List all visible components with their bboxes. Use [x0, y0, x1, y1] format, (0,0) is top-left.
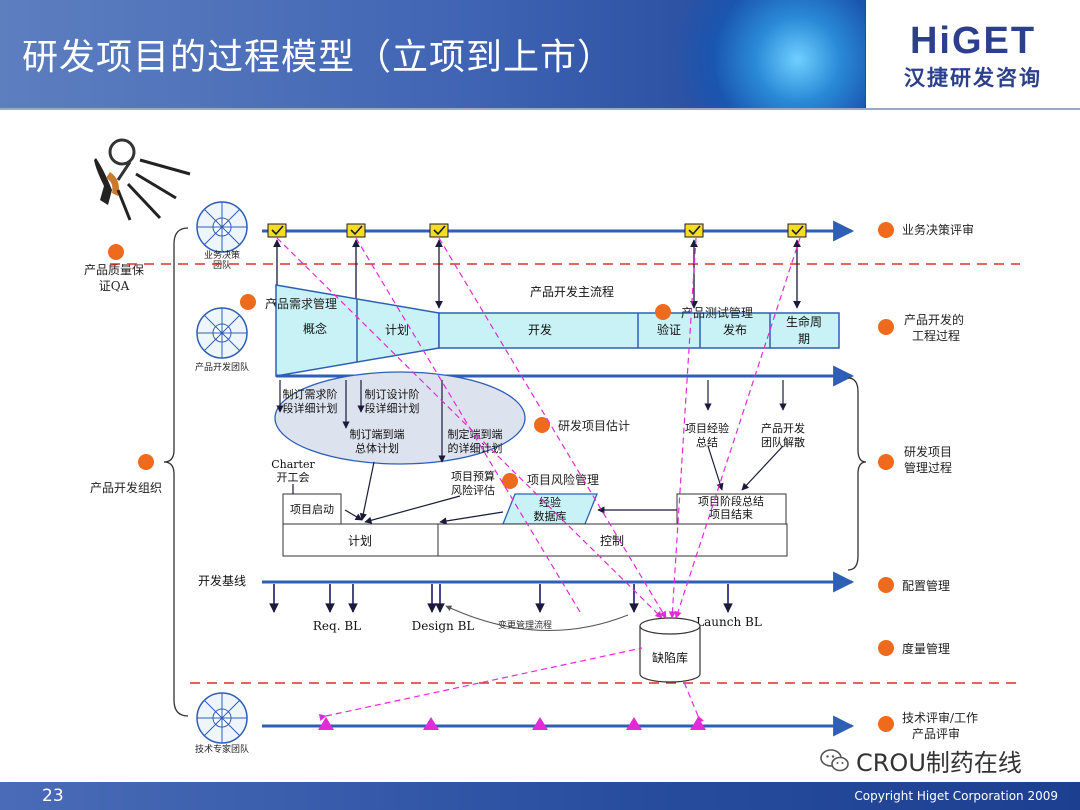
- footer-bar: 23 Copyright Higet Corporation 2009: [0, 782, 1080, 810]
- mgmt-process-node: [878, 454, 894, 470]
- copyright: Copyright Higet Corporation 2009: [854, 789, 1058, 803]
- plan-control-bar: [282, 523, 788, 557]
- design-plan-label: 制订设计阶段详细计划: [365, 387, 420, 415]
- change-flow-label: 变更管理流程: [498, 619, 552, 631]
- tech-review-node: [878, 716, 894, 732]
- check-icon: [271, 225, 804, 236]
- change-flow-arc: [445, 605, 629, 631]
- defect-trace-lines: [276, 237, 801, 724]
- phase-concept: 概念: [303, 321, 327, 336]
- config-node: [878, 577, 894, 593]
- eng-process-node: [878, 319, 894, 335]
- phase-develop: 开发: [528, 322, 552, 337]
- estimate-node: [534, 417, 550, 433]
- kickoff-label: 项目启动: [290, 503, 334, 516]
- dev-team-wheel: [196, 307, 248, 359]
- review-triangles: [318, 717, 706, 730]
- phase-release: 发布: [723, 322, 747, 337]
- metric-label: 度量管理: [902, 641, 950, 656]
- req-mgmt-label: 产品需求管理: [265, 296, 337, 311]
- eng-process-label: 产品开发的工程过程: [904, 312, 964, 343]
- dev-team-label: 产品开发团队: [195, 361, 249, 373]
- baseline-down-arrows: [269, 584, 733, 613]
- phase-plan: 计划: [385, 323, 409, 337]
- design-bl-label: Design BL: [412, 619, 475, 633]
- main-flow-label: 产品开发主流程: [530, 284, 614, 299]
- tech-review-label: 技术评审/工作产品评审: [902, 710, 978, 741]
- org-label: 产品开发组织: [90, 480, 162, 495]
- mgmt-process-label: 研发项目管理过程: [904, 444, 952, 475]
- e2e-detail-label: 制定端到端的详细计划: [448, 427, 503, 455]
- req-plan-label: 制订需求阶段详细计划: [283, 387, 338, 415]
- config-label: 配置管理: [902, 578, 950, 593]
- lessons-label: 项目经验总结: [685, 421, 729, 449]
- header-divider: [0, 108, 1080, 110]
- qa-label: 产品质量保证QA: [84, 263, 144, 293]
- org-node: [138, 454, 154, 470]
- header-banner: 研发项目的过程模型（立项到上市） HiGET 汉捷研发咨询: [0, 0, 1080, 108]
- watermark-text: CROU制药在线: [856, 749, 1022, 777]
- wechat-icon: [820, 748, 849, 771]
- phase-lifecycle: 生命周期: [786, 314, 822, 346]
- budget-label: 项目预算风险评估: [451, 469, 495, 497]
- main-flow-band: [438, 312, 840, 349]
- disband-label: 产品开发团队解散: [761, 421, 805, 449]
- business-review-label: 业务决策评审: [902, 222, 974, 237]
- baseline-label: 开发基线: [198, 573, 246, 588]
- req-bl-label: Req. BL: [313, 619, 361, 633]
- tech-team-label: 技术专家团队: [195, 743, 249, 755]
- planning-ellipse: [274, 371, 526, 465]
- business-review-node: [878, 222, 894, 238]
- phase-close-label: 项目阶段总结项目结束: [698, 494, 764, 521]
- page-number: 23: [42, 786, 64, 806]
- launch-bl-label: Launch BL: [696, 615, 762, 629]
- estimate-label: 研发项目估计: [558, 418, 630, 433]
- control-label: 控制: [600, 534, 624, 548]
- req-mgmt-node: [240, 294, 256, 310]
- test-mgmt-label: 产品测试管理: [681, 305, 753, 320]
- logo-wordmark: HiGET: [909, 20, 1037, 62]
- defect-db-label: 缺陷库: [652, 650, 688, 665]
- risk-label: 项目风险管理: [527, 472, 599, 487]
- page-title: 研发项目的过程模型（立项到上市）: [22, 37, 615, 78]
- researcher-figure: [94, 138, 191, 221]
- business-team-label: 业务决策团队: [204, 249, 240, 271]
- right-bracket: [847, 377, 867, 571]
- test-mgmt-node: [655, 304, 671, 320]
- metric-node: [878, 640, 894, 656]
- defect-db-cylinder: [639, 617, 701, 683]
- logo: HiGET 汉捷研发咨询: [866, 0, 1080, 108]
- plan-label: 计划: [348, 534, 372, 548]
- qa-node: [108, 244, 124, 260]
- watermark: CROU制药在线: [820, 743, 1022, 778]
- business-team-wheel: [196, 201, 248, 253]
- risk-node: [502, 473, 518, 489]
- e2e-overall-label: 制订端到端总体计划: [350, 428, 405, 455]
- planning-inner-arrows: [344, 445, 784, 525]
- process-diagram: 业务决策团队 产品开发团队 技术专家团队 产品质量保证QA 产品开发组织 概念 …: [84, 138, 1020, 755]
- logo-subtitle: 汉捷研发咨询: [904, 66, 1042, 90]
- phase-verify: 验证: [657, 322, 681, 337]
- tech-team-wheel: [196, 692, 248, 744]
- globe-graphic: [640, 0, 865, 108]
- left-bracket: [163, 227, 189, 717]
- phase-close-box: [676, 493, 787, 525]
- planning-down-arrows: [276, 380, 787, 463]
- experience-db-label: 经验数据库: [534, 495, 567, 523]
